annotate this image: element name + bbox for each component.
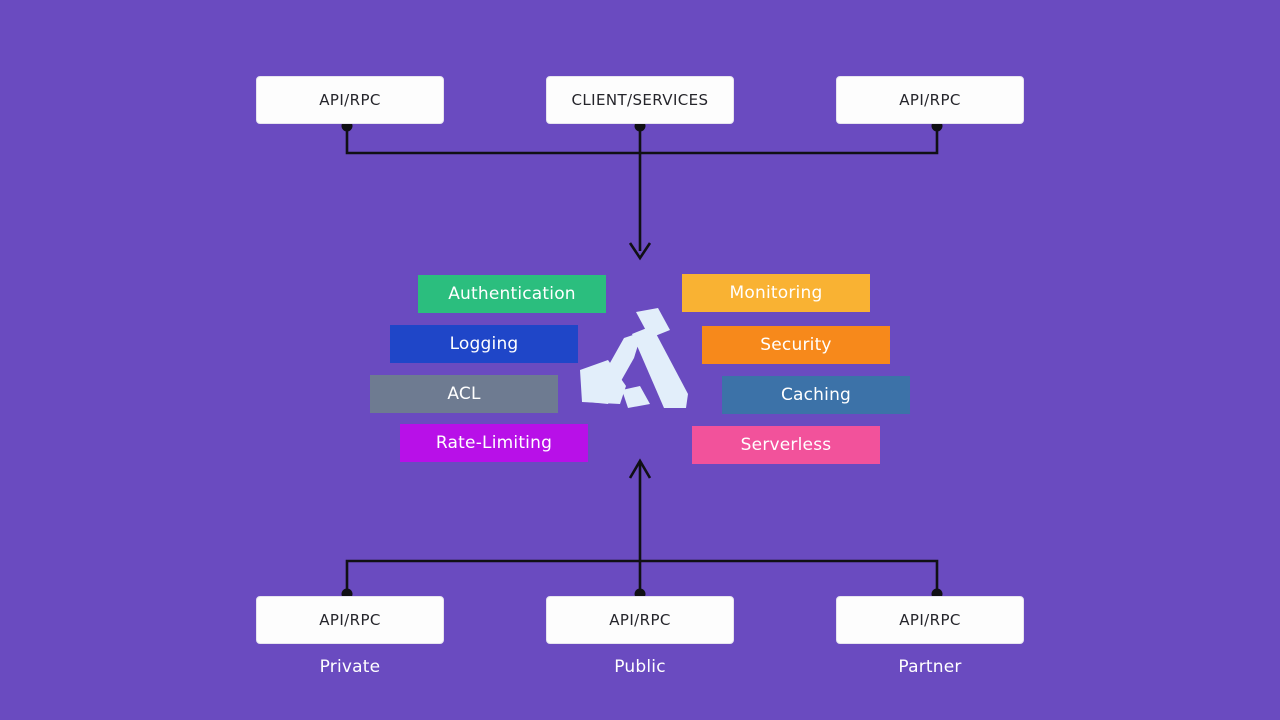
chip-serverless[interactable]: Serverless xyxy=(692,426,880,464)
chip-label: Monitoring xyxy=(729,283,823,303)
caption-public: Public xyxy=(530,657,750,677)
bottom-node-api-rpc-partner[interactable]: API/RPC xyxy=(836,596,1024,644)
bottom-horizontal-bus xyxy=(345,559,939,594)
top-node-client-services[interactable]: CLIENT/SERVICES xyxy=(546,76,734,124)
bottom-node-label: API/RPC xyxy=(899,611,961,629)
caption-private: Private xyxy=(240,657,460,677)
chip-label: Security xyxy=(760,335,832,355)
chip-label: Caching xyxy=(780,385,852,405)
top-node-api-rpc-right[interactable]: API/RPC xyxy=(836,76,1024,124)
chip-rate-limiting[interactable]: Rate-Limiting xyxy=(400,424,588,462)
up-arrow-head xyxy=(628,458,652,479)
chip-monitoring[interactable]: Monitoring xyxy=(682,274,870,312)
chip-label: Authentication xyxy=(448,284,576,304)
chip-acl[interactable]: ACL xyxy=(370,375,558,413)
down-arrow-head xyxy=(628,242,652,261)
apisix-logo-icon xyxy=(580,308,688,408)
bottom-node-api-rpc-public[interactable]: API/RPC xyxy=(546,596,734,644)
bottom-node-label: API/RPC xyxy=(609,611,671,629)
bottom-node-label: API/RPC xyxy=(319,611,381,629)
chip-label: Rate-Limiting xyxy=(435,433,553,453)
chip-logging[interactable]: Logging xyxy=(390,325,578,363)
top-horizontal-bus xyxy=(345,126,939,155)
chip-caching[interactable]: Caching xyxy=(722,376,910,414)
bottom-node-api-rpc-private[interactable]: API/RPC xyxy=(256,596,444,644)
chip-label: Logging xyxy=(449,334,519,354)
chip-label: Serverless xyxy=(740,435,832,455)
caption-partner: Partner xyxy=(820,657,1040,677)
top-node-label: API/RPC xyxy=(899,91,961,109)
caption-text: Partner xyxy=(898,657,962,677)
caption-text: Public xyxy=(614,657,666,677)
chip-authentication[interactable]: Authentication xyxy=(418,275,606,313)
top-node-label: CLIENT/SERVICES xyxy=(571,91,709,109)
chip-security[interactable]: Security xyxy=(702,326,890,364)
chip-label: ACL xyxy=(447,384,481,404)
top-node-label: API/RPC xyxy=(319,91,381,109)
top-node-api-rpc-left[interactable]: API/RPC xyxy=(256,76,444,124)
caption-text: Private xyxy=(319,657,381,677)
